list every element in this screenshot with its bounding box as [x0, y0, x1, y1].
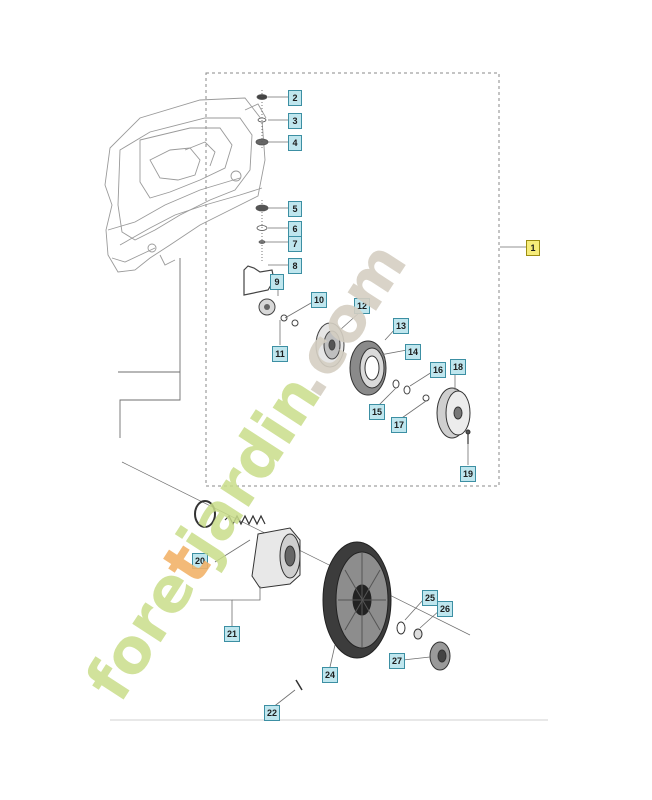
callout-2: 2 [288, 90, 302, 106]
callout-7: 7 [288, 236, 302, 252]
callout-11: 11 [272, 346, 288, 362]
screw-part-19 [465, 429, 471, 444]
washer-parts-middle [255, 200, 269, 262]
callout-17: 17 [391, 417, 407, 433]
wheel-part-24 [322, 541, 392, 659]
callout-13: 13 [393, 318, 409, 334]
callout-18: 18 [450, 359, 466, 375]
callout-1: 1 [526, 240, 540, 256]
chassis-frame-illustration [104, 97, 267, 273]
callout-21: 21 [224, 626, 240, 642]
callout-24: 24 [322, 667, 338, 683]
drive-cover-part-12 [315, 322, 345, 368]
washer-part-26 [413, 628, 423, 640]
washers-15-16-17 [392, 379, 430, 402]
washer-parts-upper [255, 90, 269, 150]
callout-3: 3 [288, 113, 302, 129]
callout-12: 12 [354, 298, 370, 314]
hub-cap-part-27 [429, 641, 451, 671]
assembly-dashed-frame [205, 72, 500, 487]
callout-25: 25 [422, 590, 438, 606]
callout-20: 20 [192, 553, 208, 569]
screw-part-22 [295, 679, 303, 691]
callout-8: 8 [288, 258, 302, 274]
callout-5: 5 [288, 201, 302, 217]
gear-hub-part-9 [258, 298, 276, 316]
cable-rod-part [243, 265, 275, 296]
gear-ring-part-14 [349, 340, 387, 396]
hub-cap-part-18 [436, 387, 471, 439]
callout-15: 15 [369, 404, 385, 420]
callout-19: 19 [460, 466, 476, 482]
callout-14: 14 [405, 344, 421, 360]
callout-9: 9 [270, 274, 284, 290]
callout-27: 27 [389, 653, 405, 669]
o-ring-part-20 [194, 500, 216, 528]
gearbox-part-21 [251, 527, 301, 589]
callout-26: 26 [437, 601, 453, 617]
leader-line-frame [119, 258, 181, 438]
spring-part [224, 514, 266, 526]
callout-16: 16 [430, 362, 446, 378]
washers-10-11 [280, 314, 299, 327]
washer-part-25 [396, 621, 406, 635]
callout-leader-lines [200, 96, 526, 709]
callout-10: 10 [311, 292, 327, 308]
callout-6: 6 [288, 221, 302, 237]
callout-22: 22 [264, 705, 280, 721]
callout-4: 4 [288, 135, 302, 151]
